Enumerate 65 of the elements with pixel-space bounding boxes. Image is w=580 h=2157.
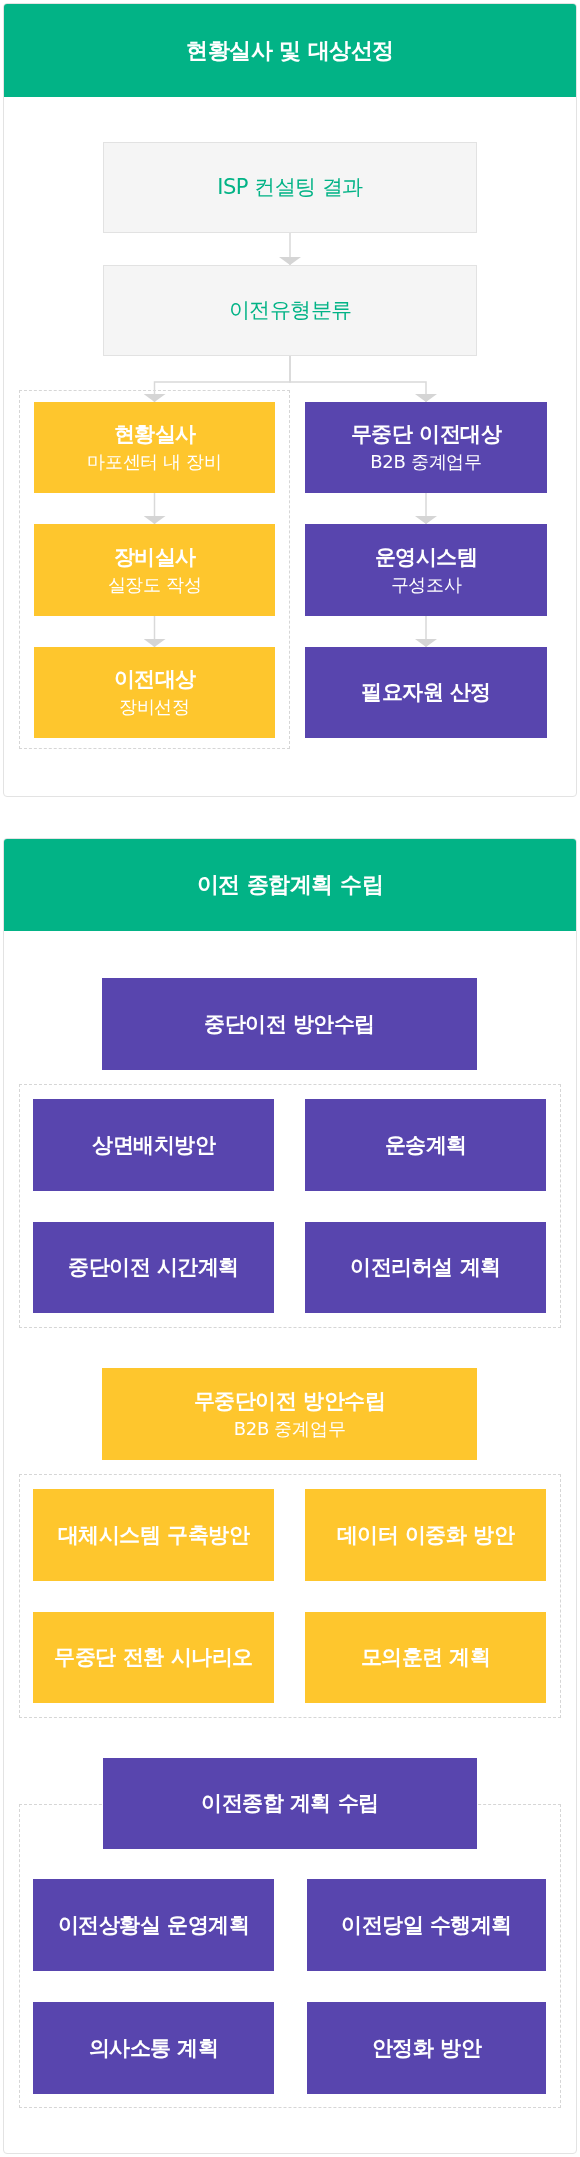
step-box [305,1222,546,1313]
section-header: 이전 종합계획 수립 [4,839,576,931]
step-box [305,647,547,738]
arrow [415,492,437,525]
step-box [307,2002,546,2094]
step-title: 모의훈련 계획 [360,1644,491,1671]
step-title: 중단이전 방안수립 [204,1010,375,1038]
step-box [305,524,547,616]
step-title: 장비실사 [113,543,196,571]
dashed-group-frame [19,390,290,749]
step-title: 상면배치방안 [92,1131,215,1159]
dashed-group-frame [19,1084,561,1328]
section-card [3,3,577,797]
step-title: 이전당일 수행계획 [341,1911,512,1939]
section-card [3,838,577,2154]
step-title: 데이터 이중화 방안 [336,1521,515,1549]
arrow [415,615,437,648]
arrow [289,355,437,403]
step-title: 필요자원 산정 [361,679,491,706]
step-box [33,1879,274,1971]
step-subtitle: 구성조사 [390,572,462,597]
step-box [33,2002,274,2094]
step-title: 현황실사 [113,421,196,448]
step-box [305,1612,546,1703]
step-title: 중단이전 시간계획 [68,1254,239,1281]
step-box [103,142,477,233]
step-box [33,1612,274,1703]
arrow [279,232,301,266]
step-box [34,524,275,616]
step-title: 대체시스템 구축방안 [57,1521,250,1549]
step-title: 이전유형분류 [228,297,352,324]
step-title: 안정화 방안 [371,2034,482,2062]
section-header: 현황실사 및 대상선정 [4,4,576,97]
step-box [34,647,275,738]
step-subtitle: B2B 중계업무 [370,450,482,474]
arrow [143,492,166,525]
step-title: 운송계획 [384,1131,467,1159]
step-box [33,1222,274,1313]
step-subtitle: 장비선정 [119,695,190,719]
step-title: 이전상황실 운영계획 [57,1911,250,1939]
step-subtitle: 실장도 작성 [107,572,202,597]
step-box [34,402,275,493]
step-title: 무중단이전 방안수립 [193,1387,386,1415]
arrow [143,615,166,648]
step-box [305,1099,546,1191]
step-box [33,1099,274,1191]
step-subtitle: 마포센터 내 장비 [87,450,222,474]
step-box [305,402,547,493]
step-title: 운영시스템 [374,543,478,571]
step-box [102,1368,477,1460]
step-title: 이전리허설 계획 [350,1254,501,1281]
step-title: 이전종합 계획 수립 [201,1790,379,1817]
step-box [103,1758,477,1849]
step-box [102,978,477,1070]
step-box [33,1489,274,1581]
step-title: 무중단 이전대상 [350,421,502,448]
dashed-group-frame [19,1474,561,1718]
step-box [307,1879,546,1971]
step-subtitle: B2B 중계업무 [233,1416,346,1441]
step-title: ISP 컨설팅 결과 [217,174,363,201]
step-box [305,1489,546,1581]
step-box [103,265,477,356]
step-title: 의사소통 계획 [88,2034,219,2062]
step-title: 무중단 전환 시나리오 [54,1644,253,1671]
step-title: 이전대상 [113,666,196,693]
